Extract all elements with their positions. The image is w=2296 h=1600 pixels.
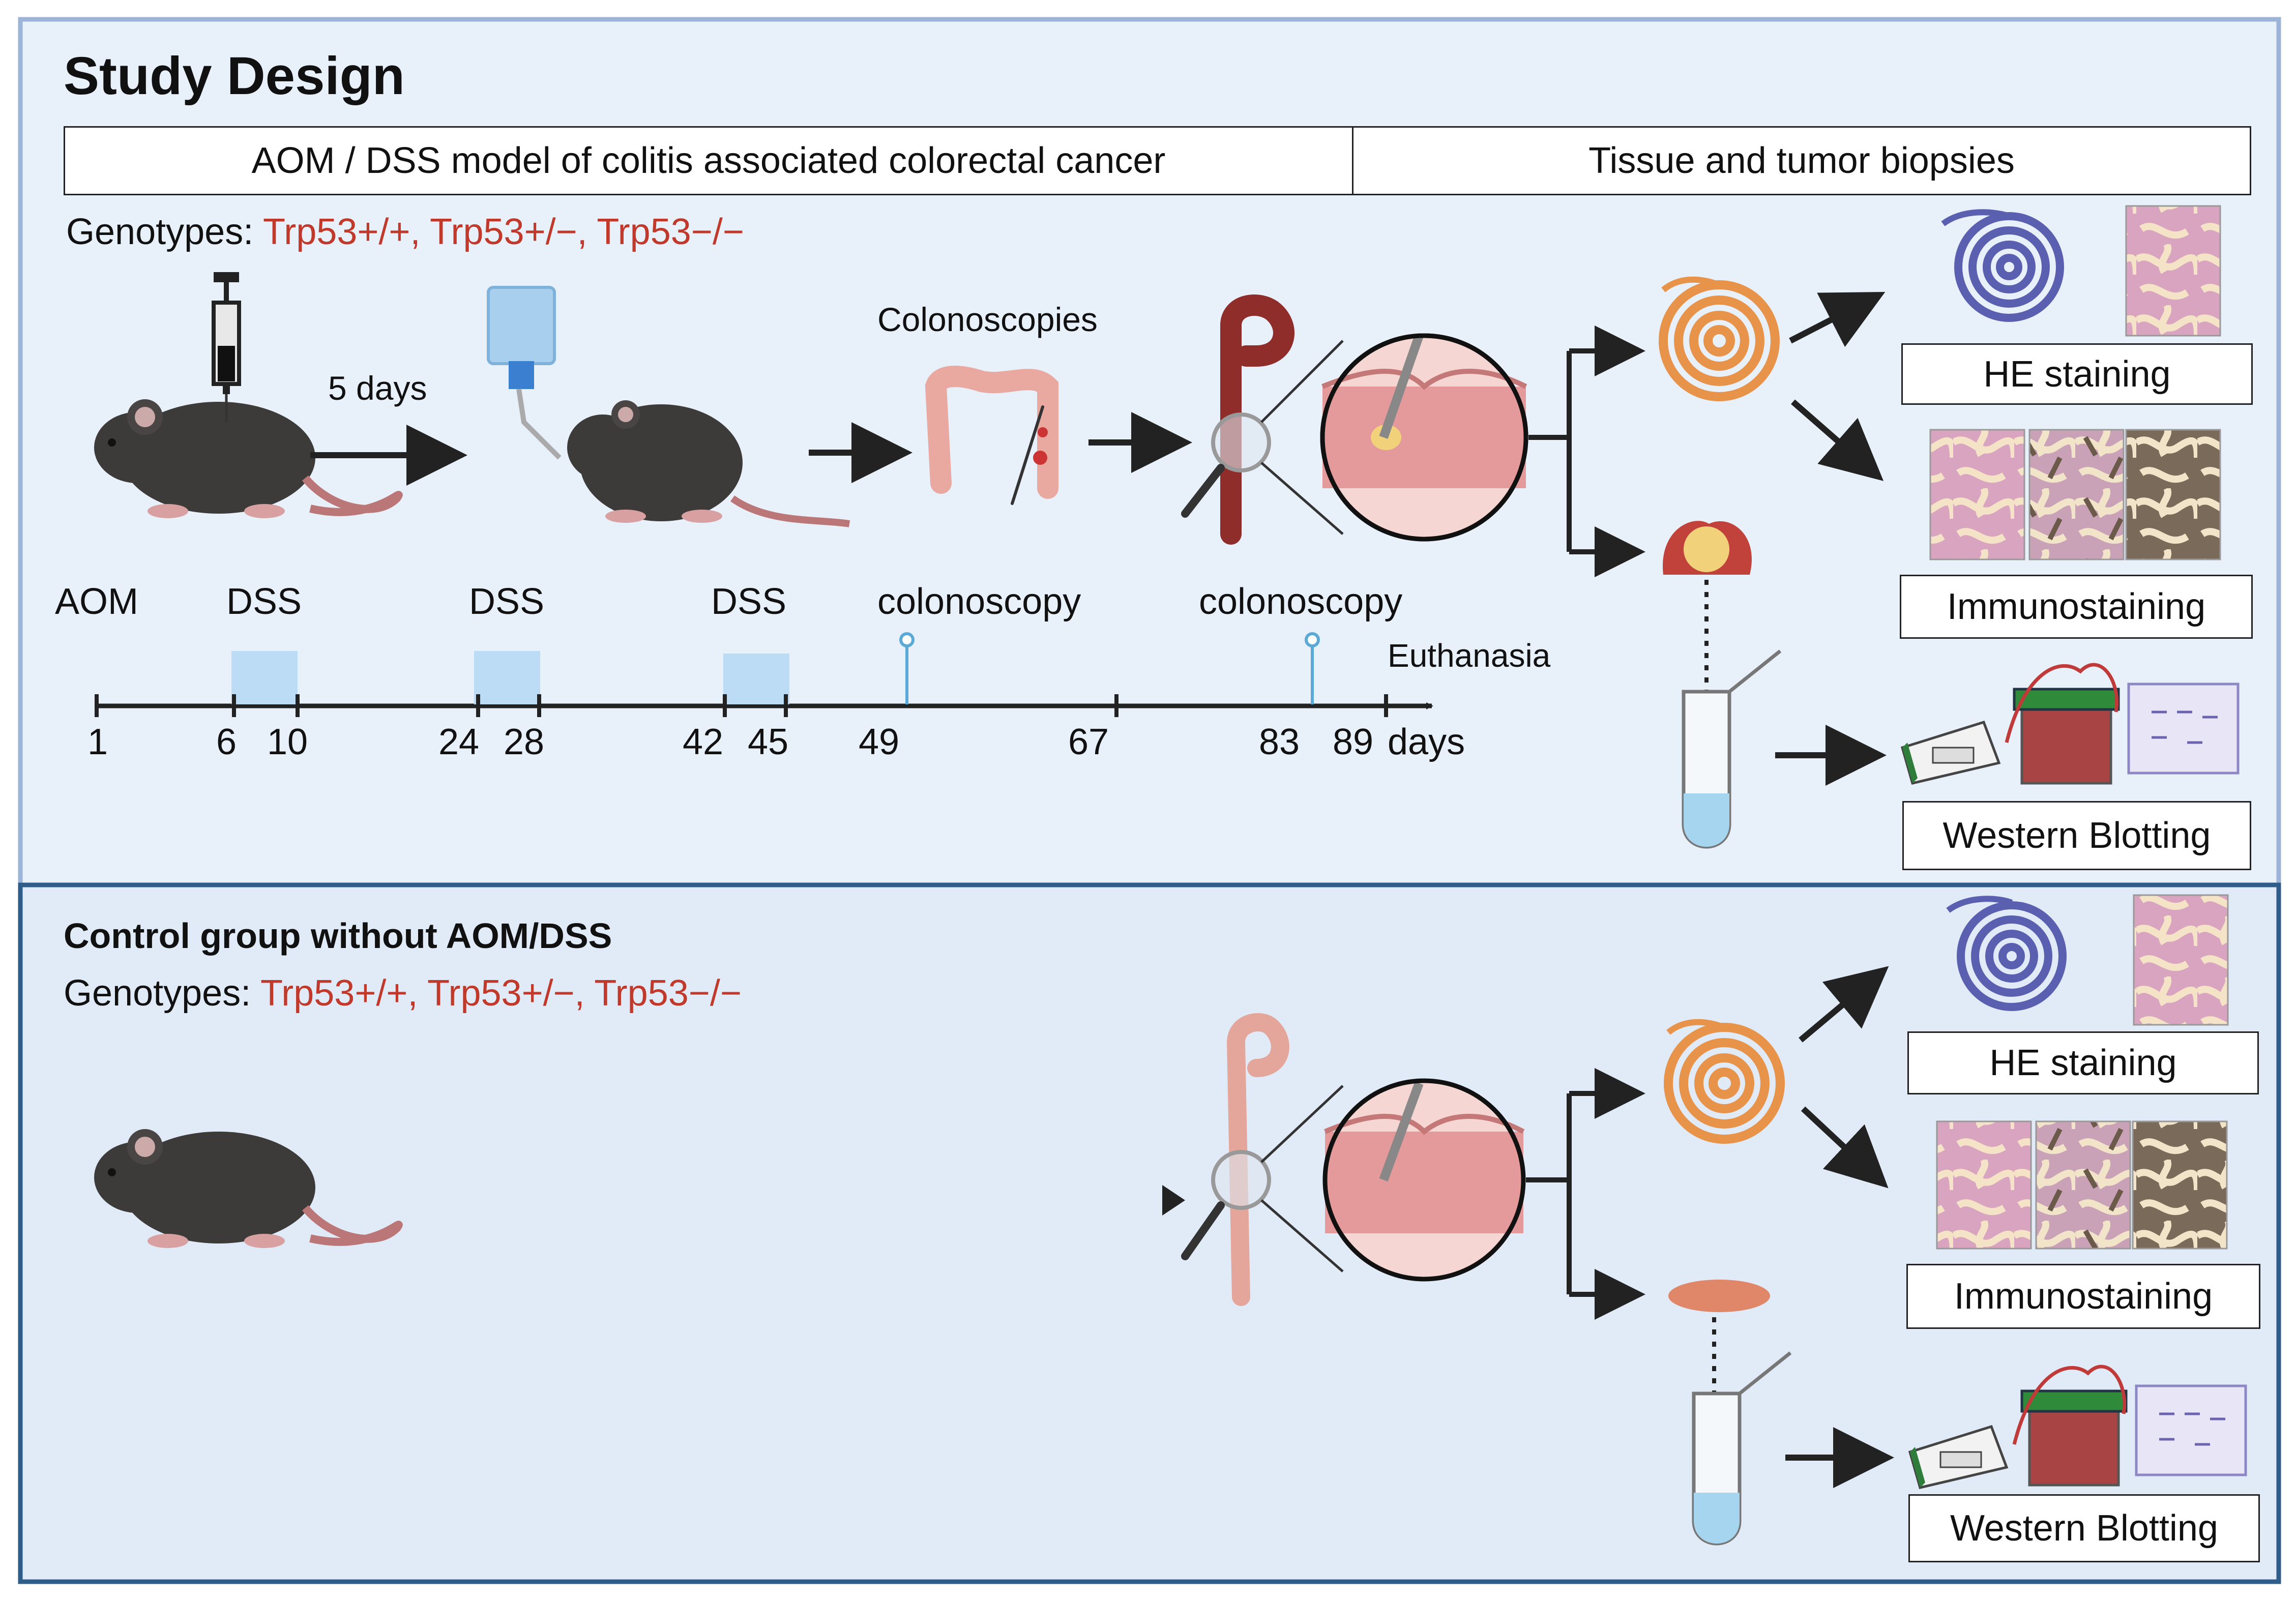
event-aom: AOM — [55, 581, 139, 622]
page-title: Study Design — [64, 46, 405, 106]
arrow — [1799, 966, 1889, 1043]
blot-membrane-icon — [2127, 683, 2240, 775]
output-western-blotting: Western Blotting — [1902, 801, 2251, 870]
colon-icon — [925, 366, 1058, 505]
tick-label: 89 — [1333, 722, 1374, 762]
tick-label: 83 — [1259, 722, 1300, 762]
histology-icon — [1936, 1120, 2032, 1250]
colonoscopies-label: Colonoscopies — [877, 301, 1098, 338]
branch-arrows — [1528, 325, 1645, 577]
tube-icon — [1682, 649, 1782, 849]
histology-icon — [2132, 1120, 2228, 1250]
arrow — [1801, 1106, 1889, 1189]
genotypes: Genotypes: Trp53+/+, Trp53+/−, Trp53−/− — [64, 972, 742, 1014]
output-western-blotting: Western Blotting — [1908, 1494, 2260, 1562]
event-dss: DSS — [711, 581, 787, 622]
histology-icon — [2133, 894, 2229, 1026]
output-immunostaining: Immunostaining — [1906, 1264, 2260, 1329]
magnifier-icon — [1181, 333, 1528, 542]
arrow — [1791, 399, 1884, 481]
output-immunostaining: Immunostaining — [1900, 575, 2253, 639]
dss-block — [474, 651, 540, 704]
event-colonoscopy: colonoscopy — [877, 581, 1081, 622]
event-dss: DSS — [469, 581, 545, 622]
swiss-roll-icon — [1664, 1019, 1785, 1144]
arrow-head — [1162, 1185, 1185, 1216]
tick-label: 67 — [1068, 722, 1109, 762]
gel-tank-icon — [2005, 663, 2120, 785]
mouse-icon — [94, 399, 403, 518]
timeline — [95, 632, 1433, 717]
syringe-icon — [212, 272, 241, 422]
interval-label: 5 days — [328, 369, 427, 407]
colon-icon — [1226, 1013, 1289, 1306]
tissue-icon — [1668, 1280, 1770, 1312]
swiss-roll-icon — [1941, 209, 2064, 322]
tumor-icon — [1663, 521, 1752, 575]
histology-icon — [2125, 205, 2221, 337]
water-bottle-icon — [487, 286, 562, 460]
tube-icon — [1692, 1351, 1792, 1546]
arrow — [1789, 292, 1886, 347]
branch-arrows — [1526, 1068, 1645, 1320]
event-dss: DSS — [226, 581, 302, 622]
axis-unit: days — [1388, 722, 1465, 762]
tick-label: 42 — [683, 722, 724, 762]
tick-label: 24 — [438, 722, 480, 762]
header-right: Tissue and tumor biopsies — [1352, 126, 2251, 195]
genotypes-label: Genotypes: — [64, 973, 251, 1014]
mouse-icon — [94, 1129, 403, 1248]
event-colonoscopy: colonoscopy — [1199, 581, 1403, 622]
tick-label: 6 — [216, 722, 237, 762]
event-euthanasia: Euthanasia — [1388, 637, 1551, 674]
histology-icon — [2028, 429, 2125, 560]
histology-icon — [1929, 429, 2025, 560]
output-he-staining: HE staining — [1907, 1031, 2259, 1094]
histology-icon — [2125, 429, 2221, 560]
power-supply-icon — [1900, 720, 2001, 785]
dss-block — [231, 651, 298, 704]
tick-label: 28 — [504, 722, 545, 762]
tick-label: 45 — [748, 722, 789, 762]
tick-label: 1 — [87, 722, 108, 762]
tick-label: 10 — [267, 722, 308, 762]
genotypes-list: Trp53+/+, Trp53+/−, Trp53−/− — [262, 212, 744, 252]
magnifier-icon — [1181, 1078, 1526, 1282]
gel-tank-icon — [2012, 1365, 2128, 1487]
header-left: AOM / DSS model of colitis associated co… — [64, 126, 1353, 195]
mouse-icon — [567, 400, 850, 527]
genotypes-list: Trp53+/+, Trp53+/−, Trp53−/− — [260, 973, 742, 1014]
section-title: Control group without AOM/DSS — [64, 916, 612, 956]
genotypes: Genotypes: Trp53+/+, Trp53+/−, Trp53−/− — [66, 211, 744, 253]
genotypes-label: Genotypes: — [66, 212, 254, 252]
power-supply-icon — [1908, 1425, 2009, 1489]
output-he-staining: HE staining — [1901, 343, 2253, 405]
swiss-roll-icon — [1659, 276, 1780, 401]
blot-membrane-icon — [2135, 1384, 2247, 1476]
histology-icon — [2035, 1120, 2131, 1250]
tick-label: 49 — [859, 722, 900, 762]
dss-block — [723, 654, 789, 704]
colon-icon — [1220, 294, 1294, 545]
swiss-roll-icon — [1946, 896, 2067, 1011]
